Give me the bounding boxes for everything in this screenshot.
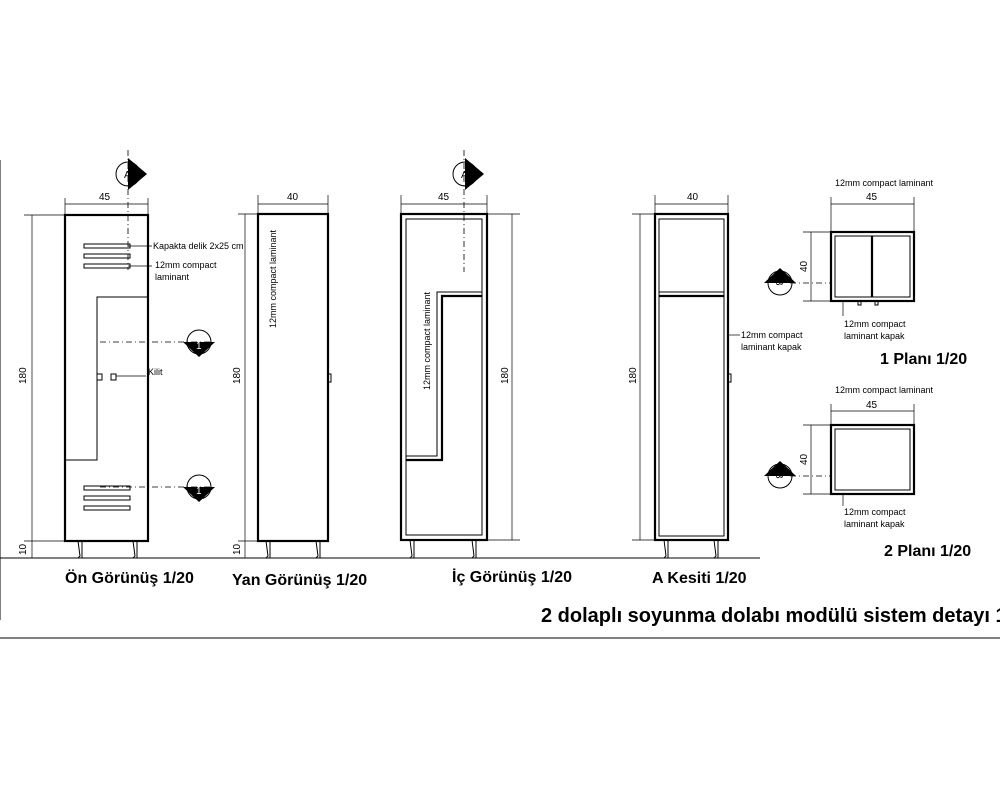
front-view: 45 180 10 Kapakta delik 2x25 cm 12mm com… [18,150,244,587]
dim-height-label: 180 [500,367,511,384]
side-view: 40 180 10 12mm compact laminant Yan Görü… [232,192,367,589]
plan2-marker-b: B [764,461,796,489]
plan2-title: 2 Planı 1/20 [884,543,971,560]
plan-marker-1-bottom: 1 [183,474,215,502]
dim-depth-label: 40 [687,192,699,203]
interior-view-title: İç Görünüş 1/20 [452,568,572,586]
interior-partition-inner [406,291,482,457]
dim-height-label: 180 [232,367,243,384]
plan1-title: 1 Planı 1/20 [880,351,967,368]
interior-outer-outline [399,212,489,542]
plan1-top-note: 12mm compact laminant [835,178,934,188]
svg-text:B: B [773,279,784,286]
interior-partition [406,294,482,462]
section-outer-outline [653,212,730,542]
dim-depth-label: 40 [799,453,810,465]
interior-laminate-note: 12mm compact laminant [422,291,432,390]
vent-slot [83,243,131,249]
vent-slot [83,485,131,491]
dim-depth-label: 40 [799,260,810,272]
svg-text:B: B [773,472,784,479]
dim-width-label: 45 [866,400,878,411]
section-marker-a: A [452,158,484,190]
front-door-split-line [65,296,148,461]
dim-height-label: 180 [18,367,29,384]
dim-leg-label: 10 [18,543,29,555]
lock-mark [110,373,117,381]
plan1-bottom-note-line2: laminant kapak [844,331,905,341]
vent-slot [83,505,131,511]
plan1-outline [829,230,916,303]
plan-marker-1-top: 1 [183,329,215,357]
vent-slot [83,495,131,501]
lock-mark [96,373,103,381]
dim-width-label: 45 [866,192,878,203]
dim-width-label: 45 [99,192,111,203]
section-hinge [727,373,732,383]
plan2-outline [829,423,916,496]
dim-depth-label: 40 [287,192,299,203]
vent-slot [83,253,131,259]
front-legs [76,540,138,559]
plan1-marker-b: B [764,268,796,296]
plan1-bottom-note-line1: 12mm compact [844,319,906,329]
plan1-hinge [874,300,879,306]
side-view-title: Yan Görünüş 1/20 [232,572,367,589]
plan1-hinge [857,300,862,306]
section-view-title: A Kesiti 1/20 [652,570,747,587]
section-marker-a: A [115,158,147,190]
hole-note: Kapakta delik 2x25 cm [153,241,244,251]
interior-view: 45 180 12mm compact laminant A İç Görünü… [399,150,572,586]
svg-text:1: 1 [196,341,202,352]
plan2-inner [834,428,911,491]
interior-inner-outline [405,218,483,536]
section-a-view: 40 180 12mm compact laminant kapak A Kes… [628,192,803,587]
side-legs [264,540,321,559]
svg-text:1: 1 [196,486,202,497]
front-view-title: Ön Görünüş 1/20 [65,568,194,587]
drawing-title: 2 dolaplı soyunma dolabı modülü sistem d… [541,605,1000,627]
dim-width-label: 45 [438,192,450,203]
plan2-top-note: 12mm compact laminant [835,385,934,395]
dim-leg-label: 10 [232,543,243,555]
laminate-note-line1: 12mm compact [155,260,217,270]
side-hinge [327,373,332,383]
dim-height-label: 180 [628,367,639,384]
svg-text:A: A [461,170,468,181]
section-note-line2: laminant kapak [741,342,802,352]
front-cabinet-outline [63,213,150,543]
lock-note: Kilit [148,367,163,377]
side-laminate-note: 12mm compact laminant [268,229,278,328]
section-note-line1: 12mm compact [741,330,803,340]
plan2-bottom-note-line1: 12mm compact [844,507,906,517]
plan-2-view: 45 12mm compact laminant 40 12mm compact… [764,385,971,560]
plan2-bottom-note-line2: laminant kapak [844,519,905,529]
section-inner-outline [658,218,725,537]
interior-legs [408,539,477,559]
vent-slot [83,263,131,269]
svg-text:A: A [124,170,131,181]
laminate-note-line2: laminant [155,272,190,282]
section-legs [662,539,719,559]
plan-1-view: 45 12mm compact laminant 40 12mm compact… [764,178,967,368]
